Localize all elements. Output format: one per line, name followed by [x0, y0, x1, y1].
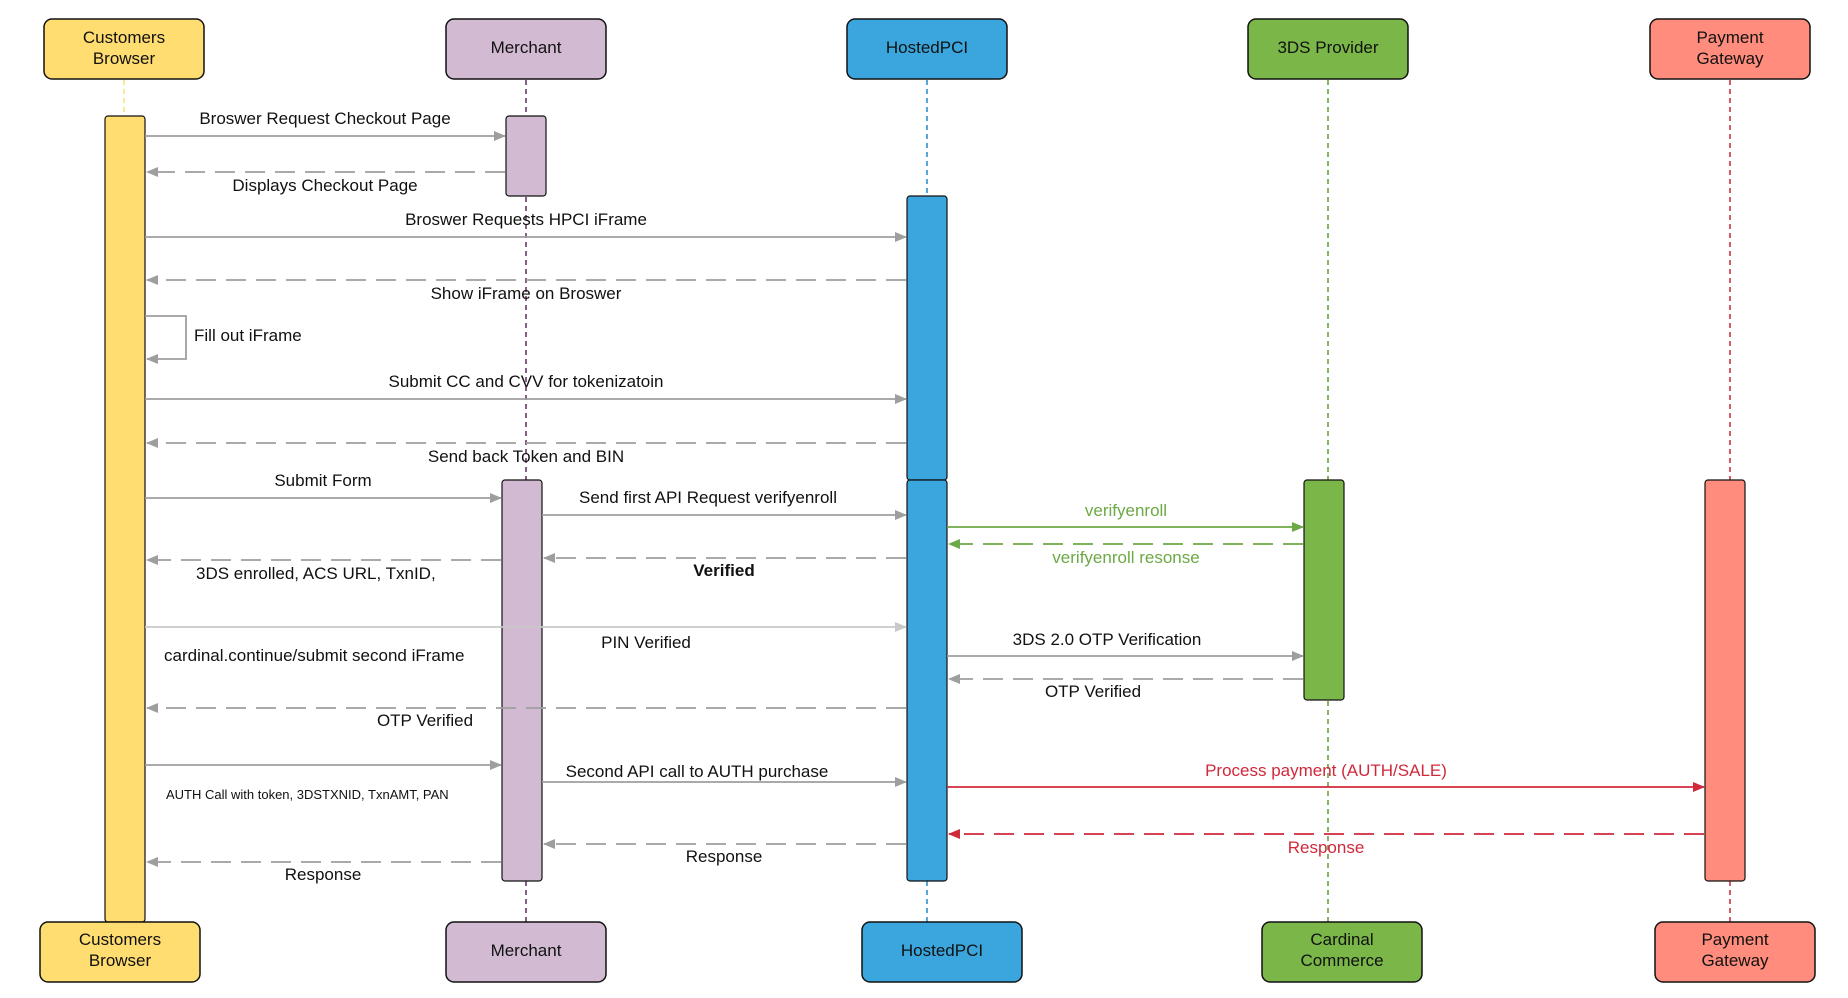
participant-label: HostedPCI	[901, 941, 983, 960]
message-label: PIN Verified	[601, 633, 691, 652]
message-label: Send back Token and BIN	[428, 447, 624, 466]
participant-label: Gateway	[1701, 951, 1769, 970]
participant-label: Merchant	[491, 38, 562, 57]
participant-label: 3DS Provider	[1277, 38, 1378, 57]
participant-label: Gateway	[1696, 49, 1764, 68]
participants-top: Customers Browser Merchant HostedPCI 3DS…	[43, 18, 1811, 80]
message-label: Submit CC and CVV for tokenizatoin	[389, 372, 664, 391]
message-label: Fill out iFrame	[194, 326, 302, 345]
message-label: Response	[686, 847, 763, 866]
participant-hpci-bottom[interactable]: HostedPCI	[861, 921, 1023, 983]
activation-hpci-2	[906, 479, 948, 882]
message-label: verifyenroll	[1085, 501, 1167, 520]
participant-label: Payment	[1701, 930, 1768, 949]
activation-browser	[104, 115, 146, 923]
participant-label: Customers	[83, 28, 165, 47]
message-label: Response	[1288, 838, 1365, 857]
participant-merchant-top[interactable]: Merchant	[445, 18, 607, 80]
message-label: OTP Verified	[1045, 682, 1141, 701]
message-label: Second API call to AUTH purchase	[566, 762, 829, 781]
activation-bars	[104, 115, 1746, 923]
participant-label: Customers	[79, 930, 161, 949]
message-label: 3DS 2.0 OTP Verification	[1013, 630, 1202, 649]
participant-browser-bottom[interactable]: Customers Browser	[39, 921, 201, 983]
participant-label: Commerce	[1300, 951, 1383, 970]
participant-label: Cardinal	[1310, 930, 1373, 949]
activation-3ds	[1303, 479, 1345, 701]
message-label: 3DS enrolled, ACS URL, TxnID,	[196, 564, 436, 583]
message-label: Verified	[693, 561, 754, 580]
participant-3ds-bottom[interactable]: Cardinal Commerce	[1261, 921, 1423, 983]
participants-bottom: Customers Browser Merchant HostedPCI Car…	[39, 921, 1816, 983]
message-label: AUTH Call with token, 3DSTXNID, TxnAMT, …	[166, 787, 449, 802]
message-label: cardinal.continue/submit second iFrame	[164, 646, 464, 665]
participant-label: Browser	[89, 951, 152, 970]
participant-label: Browser	[93, 49, 156, 68]
message-label: verifyenroll resonse	[1052, 548, 1199, 567]
message-label: Displays Checkout Page	[232, 176, 417, 195]
participant-label: Merchant	[491, 941, 562, 960]
participant-hpci-top[interactable]: HostedPCI	[846, 18, 1008, 80]
message-label: Broswer Request Checkout Page	[199, 109, 450, 128]
participant-label: Payment	[1696, 28, 1763, 47]
message-label: Broswer Requests HPCI iFrame	[405, 210, 647, 229]
participant-gateway-bottom[interactable]: Payment Gateway	[1654, 921, 1816, 983]
activation-gateway	[1704, 479, 1746, 882]
message-label: Send first API Request verifyenroll	[579, 488, 837, 507]
participant-label: HostedPCI	[886, 38, 968, 57]
message-label: Submit Form	[274, 471, 371, 490]
message-arrow	[145, 315, 187, 364]
participant-merchant-bottom[interactable]: Merchant	[445, 921, 607, 983]
activation-hpci-1	[906, 195, 948, 481]
participant-browser-top[interactable]: Customers Browser	[43, 18, 205, 80]
messages: Broswer Request Checkout Page Displays C…	[145, 109, 1705, 884]
message-label: Response	[285, 865, 362, 884]
participant-gateway-top[interactable]: Payment Gateway	[1649, 18, 1811, 80]
message-label: OTP Verified	[377, 711, 473, 730]
activation-merchant-2	[501, 479, 543, 882]
participant-3ds-top[interactable]: 3DS Provider	[1247, 18, 1409, 80]
activation-merchant-1	[505, 115, 547, 197]
message-label: Show iFrame on Broswer	[431, 284, 622, 303]
message-label: Process payment (AUTH/SALE)	[1205, 761, 1447, 780]
